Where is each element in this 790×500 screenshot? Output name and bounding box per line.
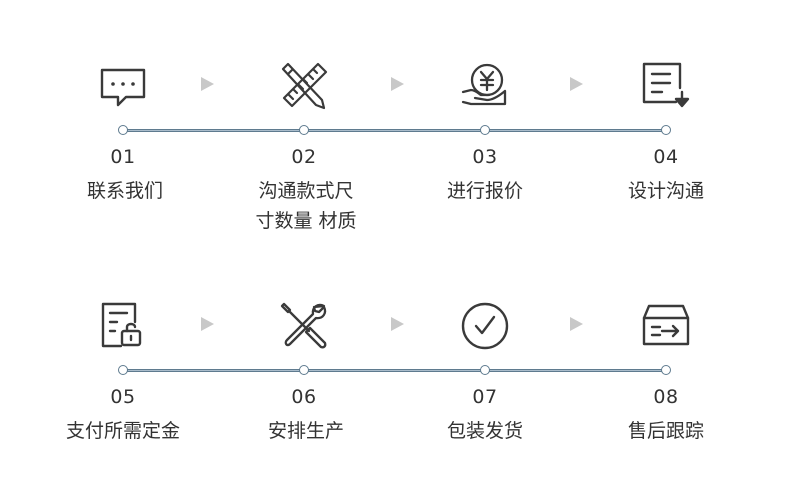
chevron-right-icon [197,314,217,334]
chevron-right-icon [566,74,586,94]
step-number: 01 [110,146,136,168]
step-label: 设计沟通 [627,180,704,202]
step-number: 05 [110,386,136,408]
timeline-dot [299,125,309,135]
check-circle-icon [459,300,511,352]
pencil-ruler-icon [278,60,330,112]
timeline-dot [118,125,128,135]
timeline-line [123,369,667,372]
step-number: 03 [472,146,498,168]
step-number: 02 [291,146,317,168]
document-lock-icon [97,300,149,352]
tools-icon [278,300,330,352]
timeline-dot [299,365,309,375]
step-number: 08 [653,386,679,408]
chat-bubble-icon [97,60,149,112]
step-number: 04 [653,146,679,168]
timeline-dot [661,365,671,375]
chevron-right-icon [566,314,586,334]
step-number: 07 [472,386,498,408]
timeline-dot [118,365,128,375]
timeline-dot [480,365,490,375]
process-row-2: 05 06 07 08 支付所需定金 安排生产 包装发货 售后跟踪 [0,300,790,500]
step-label: 沟通款式尺 寸数量 材质 [255,180,357,232]
step-label: 进行报价 [446,180,523,202]
step-label: 安排生产 [267,420,344,442]
yen-hand-icon [459,60,511,112]
chevron-right-icon [197,74,217,94]
timeline-dot [661,125,671,135]
step-label: 包装发货 [446,420,523,442]
document-download-icon [640,60,692,112]
chevron-right-icon [387,74,407,94]
step-label: 联系我们 [86,180,163,202]
step-number: 06 [291,386,317,408]
chevron-right-icon [387,314,407,334]
timeline-line [123,129,667,132]
step-label: 售后跟踪 [627,420,704,442]
box-arrow-icon [640,300,692,352]
step-label: 支付所需定金 [65,420,180,442]
timeline-dot [480,125,490,135]
process-row-1: 01 02 03 04 联系我们 沟通款式尺 寸数量 材质 进行报价 设计沟通 [0,60,790,260]
